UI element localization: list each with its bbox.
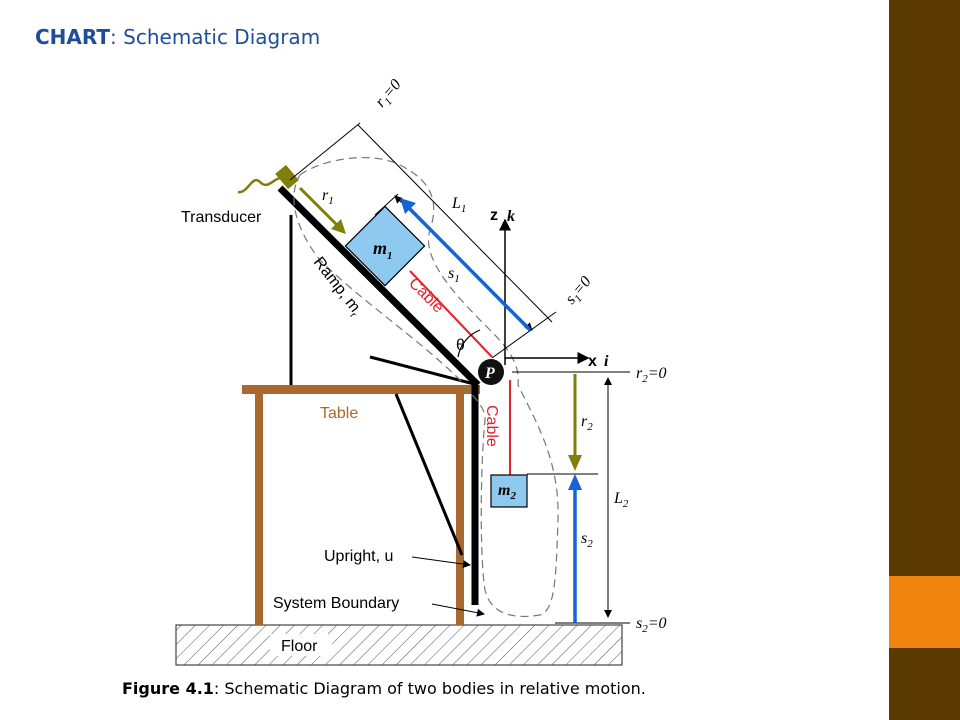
transducer-label: Transducer xyxy=(181,209,262,226)
figure-caption: Figure 4.1: Schematic Diagram of two bod… xyxy=(122,679,646,698)
r1-sub: 1 xyxy=(328,195,334,207)
transducer-wire xyxy=(237,176,288,194)
m1-label: m1 xyxy=(373,238,393,262)
L2-sub: 2 xyxy=(623,498,629,510)
theta-arc xyxy=(457,329,481,358)
upright-label: Upright, u xyxy=(324,548,393,565)
floor-label-bg xyxy=(270,634,332,656)
m1-sub: 1 xyxy=(387,250,393,262)
sidebar-bar xyxy=(889,0,960,720)
s2-zero-label: s2=0 xyxy=(636,615,667,635)
s1-arrow-head xyxy=(400,198,416,214)
table-leg-right xyxy=(456,394,464,625)
m1-ref-line xyxy=(374,193,399,216)
r1-zero-label: r1=0 xyxy=(372,76,407,112)
theta-label: θ xyxy=(456,337,465,354)
r2-zero-sub: 2 xyxy=(642,373,648,385)
z-unit-label: k xyxy=(507,208,515,225)
L1-label: L1 xyxy=(451,195,466,215)
r1-arrow xyxy=(298,186,342,230)
r1-arrow-head xyxy=(331,219,346,234)
ramp-sub: r xyxy=(347,311,358,321)
pulley-label: P xyxy=(484,365,495,382)
system-boundary-leader xyxy=(431,603,485,617)
s2-zero-sub: 2 xyxy=(642,623,648,635)
ramp xyxy=(277,185,481,388)
s1-zero-label: s1=0 xyxy=(562,273,597,309)
upright-leader xyxy=(411,556,471,569)
slide-title: CHART: Schematic Diagram xyxy=(35,25,320,49)
L2-label: L2 xyxy=(613,490,629,510)
upright-brace xyxy=(394,393,464,556)
figure-caption-rest: : Schematic Diagram of two bodies in rel… xyxy=(213,679,646,698)
m2-sub: 2 xyxy=(509,490,516,502)
table-top xyxy=(242,385,480,394)
mass-m2 xyxy=(490,474,528,508)
s1-sub: 1 xyxy=(454,273,460,285)
s1-zero-sub: 1 xyxy=(572,293,585,305)
z-axis-label: z xyxy=(490,207,498,224)
s1-label: s1 xyxy=(448,265,460,285)
floor-label: Floor xyxy=(281,638,318,655)
r1-label: r1 xyxy=(322,187,334,207)
table-label: Table xyxy=(320,405,358,422)
system-boundary-label: System Boundary xyxy=(273,595,399,612)
r2-zero-eq: =0 xyxy=(648,365,667,382)
x-unit-label: i xyxy=(604,353,609,370)
r1-zero-sub: 1 xyxy=(382,96,395,108)
s2-label: s2 xyxy=(581,530,593,550)
pulley xyxy=(478,359,504,385)
slide-title-bold: CHART xyxy=(35,25,111,49)
s2-sub: 2 xyxy=(587,538,593,550)
r2-sub: 2 xyxy=(587,421,593,433)
r2-label: r2 xyxy=(581,413,593,433)
table-leg-left xyxy=(255,394,263,625)
s1-arrow xyxy=(406,205,532,332)
r2-arrow-head xyxy=(568,455,582,471)
s1-zero-line xyxy=(491,311,557,359)
sidebar-accent xyxy=(889,576,960,648)
transducer xyxy=(275,164,299,190)
floor xyxy=(175,624,623,666)
cable-upper-label: Cable xyxy=(405,275,447,317)
slide-title-rest: : Schematic Diagram xyxy=(110,25,321,49)
figure-caption-bold: Figure 4.1 xyxy=(122,679,214,698)
s2-arrow-head xyxy=(568,474,582,490)
cable-lower-label: Cable xyxy=(483,405,500,447)
s2-zero-eq: =0 xyxy=(648,615,667,632)
r2-zero-label: r2=0 xyxy=(636,365,667,385)
m2-label: m2 xyxy=(498,482,516,502)
r1-zero-line xyxy=(289,122,361,181)
L1-sub: 1 xyxy=(461,203,467,215)
x-axis-label: x xyxy=(588,353,597,370)
